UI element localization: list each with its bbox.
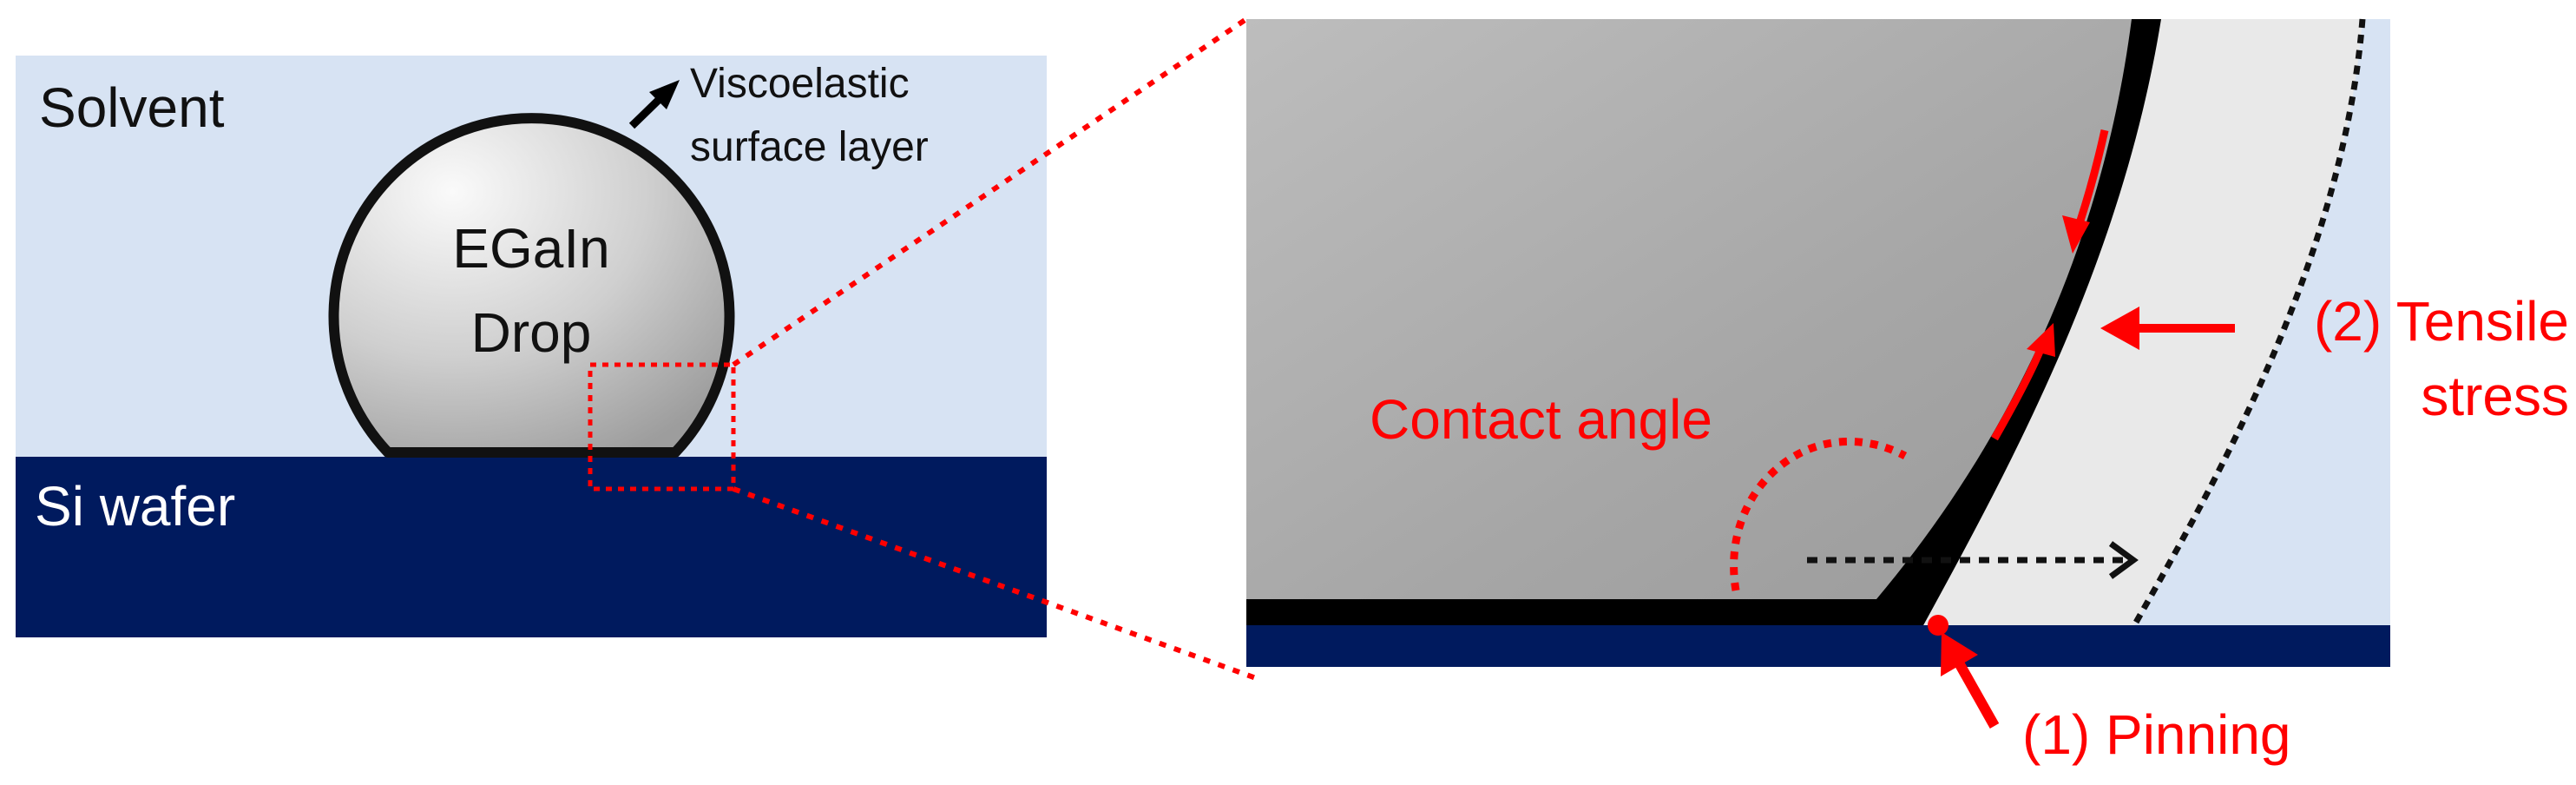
- solvent-label: Solvent: [39, 76, 225, 139]
- left-panel: Solvent EGaIn Drop Viscoelastic surface …: [16, 56, 1047, 637]
- si-wafer-region: [16, 457, 1047, 637]
- pinning-arrow-shaft: [1951, 656, 2000, 729]
- egain-drop: [328, 113, 735, 458]
- tensile-stress-label-line1: (2) Tensile: [2314, 290, 2569, 353]
- layer-label-line2: surface layer: [690, 124, 929, 170]
- skin-stress-arrow-down: [2074, 129, 2109, 228]
- layer-label-line1: Viscoelastic: [690, 61, 910, 107]
- right-panel: [1246, 18, 2390, 729]
- skin-stress-arrowhead-up: [2027, 323, 2055, 357]
- skin-stress-arrow-up: [1991, 346, 2046, 441]
- skin-stress-arrowhead-down: [2062, 215, 2090, 254]
- drop-label-line2: Drop: [471, 301, 592, 364]
- layer-pointer-arrow-shaft: [628, 94, 665, 129]
- zoom-si-wafer: [1246, 625, 2390, 667]
- si-wafer-label: Si wafer: [35, 475, 235, 538]
- viscoelastic-skin-curve: [1876, 19, 2161, 627]
- relaxed-boundary-dotted: [2130, 18, 2366, 629]
- pinning-point: [1928, 615, 1948, 636]
- tensile-stress-arrowhead: [2100, 307, 2139, 350]
- drop-label-line1: EGaIn: [452, 217, 609, 280]
- pinning-arrowhead: [1941, 632, 1978, 676]
- pinning-label: (1) Pinning: [2022, 703, 2291, 766]
- tensile-stress-label-line2: stress: [2421, 365, 2569, 427]
- layer-pointer-arrowhead: [649, 80, 680, 109]
- viscoelastic-skin-base: [1246, 599, 1918, 627]
- contact-angle-label: Contact angle: [1370, 388, 1712, 451]
- displacement-arrowhead: [2108, 541, 2139, 579]
- drop-cross-section: [1246, 19, 2144, 599]
